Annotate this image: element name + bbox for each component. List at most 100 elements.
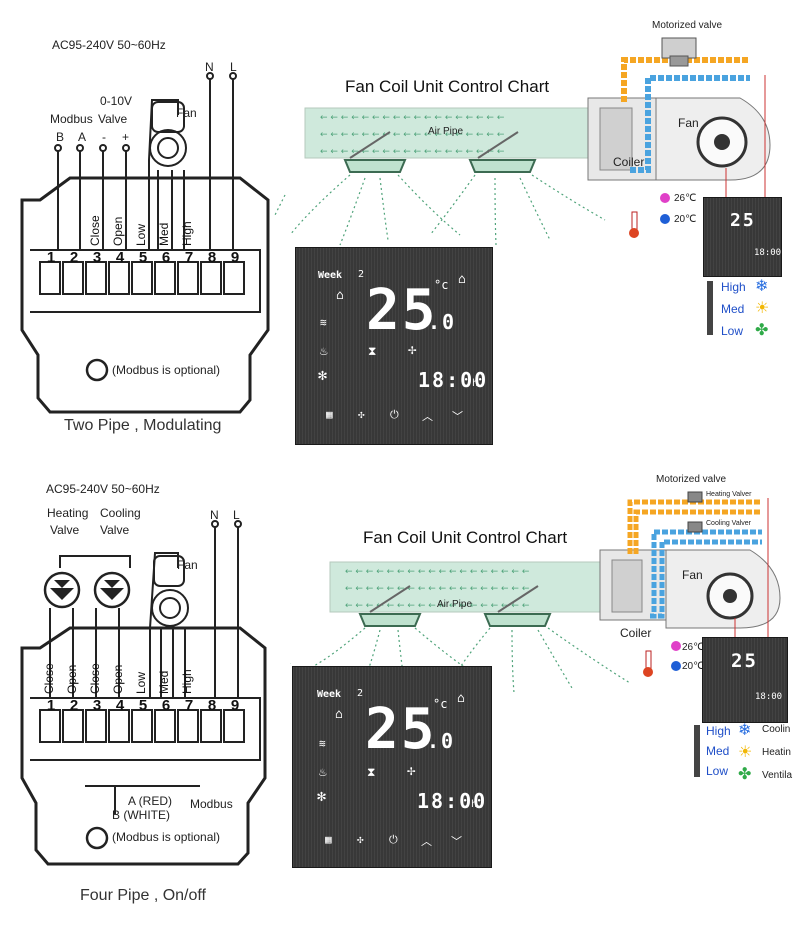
temperature-decimal: .0 xyxy=(428,310,457,334)
valve-label-line1: 0-10V xyxy=(100,94,133,108)
terminal-name-high: High xyxy=(180,669,194,694)
time-unit: h xyxy=(471,799,478,810)
terminal-l-label: L xyxy=(230,60,237,74)
thermostat-small-time: 18:00 xyxy=(754,248,782,258)
fan-motor-icon xyxy=(151,555,189,627)
power-button[interactable]: ⏻ xyxy=(389,833,398,846)
svg-text:← ← ← ← ← ← ← ← ← ← ← ← ← ← ←: ← ← ← ← ← ← ← ← ← ← ← ← ← ← ← ← ← ← xyxy=(320,130,505,140)
up-button[interactable]: ︿ xyxy=(422,410,433,423)
valve-icon: ⧗ xyxy=(368,344,377,358)
terminal-name-open: Open xyxy=(111,216,125,246)
week-day: 2 xyxy=(358,269,365,280)
terminal-name-open: Open xyxy=(111,664,125,694)
snowflake-icon: ✻ xyxy=(318,366,328,384)
temperature-unit: °c xyxy=(433,697,448,711)
temperature-value: 25 xyxy=(366,278,438,343)
terminal-name-low: Low xyxy=(134,223,148,246)
temp-cold-label: 20℃ xyxy=(674,214,697,225)
terminal-number: 4 xyxy=(115,249,125,266)
terminal-number: 7 xyxy=(184,697,194,714)
chart-title: Fan Coil Unit Control Chart xyxy=(363,528,568,547)
terminal-number: 6 xyxy=(161,249,171,266)
time-unit: h xyxy=(472,378,479,389)
thermometer-icon xyxy=(643,650,653,677)
speed-med-label: Med xyxy=(706,744,730,758)
thermostat-display: Week 2 ⌂ ⌂ 25 .0 °c ≋ ♨ ⧗ ✢ ✻ 18:00 h ▦ … xyxy=(295,247,493,445)
away-icon: ⌂ xyxy=(458,272,466,287)
mode-cooling-label: Coolin xyxy=(762,724,791,735)
coiler-label: Coiler xyxy=(620,626,652,640)
blower-fan-icon xyxy=(696,116,748,168)
home-icon: ⌂ xyxy=(335,707,343,722)
terminal-number: 1 xyxy=(46,249,56,266)
blower-fan-icon xyxy=(706,572,754,620)
wiring-schematic xyxy=(20,520,267,866)
fan-motor-icon xyxy=(149,101,187,167)
motorized-valve-label: Motorized valve xyxy=(656,474,727,485)
week-label: Week xyxy=(318,270,343,281)
menu-button[interactable]: ▦ xyxy=(326,408,333,421)
mode-heating-label: Heatin xyxy=(762,747,791,758)
ventilation-icon: ✤ xyxy=(738,766,752,783)
supply-label: AC95-240V 50~60Hz xyxy=(46,482,160,496)
terminal-number: 3 xyxy=(92,697,102,714)
terminal-number: 2 xyxy=(69,697,79,714)
terminal-name-high: High xyxy=(180,221,194,246)
speed-scale xyxy=(694,725,700,777)
terminal-number: 9 xyxy=(230,249,240,266)
snowflake-icon: ❄ xyxy=(755,278,769,295)
heating-valve-icon xyxy=(43,571,81,609)
air-pipe-label: Air Pipe xyxy=(437,599,473,610)
chart-title: Fan Coil Unit Control Chart xyxy=(345,77,550,96)
svg-text:← ← ← ← ← ← ← ← ← ← ← ← ← ← ←: ← ← ← ← ← ← ← ← ← ← ← ← ← ← ← ← ← ← xyxy=(345,601,530,611)
up-button[interactable]: ︿ xyxy=(421,835,432,848)
terminal-name-close: Close xyxy=(88,215,102,246)
fan-button[interactable]: ✣ xyxy=(357,833,364,846)
speed-scale xyxy=(707,281,713,335)
terminal-number: 8 xyxy=(207,697,217,714)
thermostat-small-time: 18:00 xyxy=(755,692,783,702)
air-pipe-label: Air Pipe xyxy=(428,126,464,137)
valve-label-line2: Valve xyxy=(98,112,128,126)
terminal-number: 4 xyxy=(115,697,125,714)
terminal-name-close: Close xyxy=(88,663,102,694)
terminal-n-label: N xyxy=(210,508,219,522)
mode-ventilation-label: Ventila xyxy=(762,770,793,781)
fan-button[interactable]: ✣ xyxy=(358,408,365,421)
terminal-name-med: Med xyxy=(157,670,171,694)
supply-label: AC95-240V 50~60Hz xyxy=(52,38,166,52)
cooling-valve-label-2: Valve xyxy=(100,523,130,537)
speed-high-label: High xyxy=(721,280,746,294)
heating-valve-label-2: Valve xyxy=(50,523,80,537)
thermometer-icon xyxy=(629,211,639,238)
ventilation-icon: ✤ xyxy=(755,322,769,339)
temp-cold-label: 20℃ xyxy=(682,661,705,672)
terminal-name-med: Med xyxy=(157,222,171,246)
svg-text:← ← ← ← ← ← ← ← ← ← ← ← ← ← ←: ← ← ← ← ← ← ← ← ← ← ← ← ← ← ← ← ← ← xyxy=(345,567,530,577)
cooling-valver-icon xyxy=(687,521,703,533)
week-day: 2 xyxy=(357,688,364,699)
wiring-schematic xyxy=(20,72,270,414)
heat-icon: ♨ xyxy=(320,344,328,359)
time-value: 18:00 xyxy=(418,368,489,392)
heat-icon: ♨ xyxy=(319,765,327,780)
down-button[interactable]: ﹀ xyxy=(452,410,463,423)
temp-hot-label: 26℃ xyxy=(674,193,697,204)
menu-button[interactable]: ▦ xyxy=(325,833,332,846)
fan-label: Fan xyxy=(176,106,197,120)
fan-label: Fan xyxy=(177,558,198,572)
cooling-valve-label-1: Cooling xyxy=(100,506,141,520)
sun-icon: ☀ xyxy=(738,744,753,761)
terminal-a-label: A xyxy=(78,130,87,144)
temp-hot-label: 26℃ xyxy=(682,642,705,653)
wifi-icon: ≋ xyxy=(320,316,327,329)
week-label: Week xyxy=(317,689,342,700)
coiler-label: Coiler xyxy=(613,155,645,169)
svg-text:← ← ← ← ← ← ← ← ← ← ← ← ← ← ←: ← ← ← ← ← ← ← ← ← ← ← ← ← ← ← ← ← ← xyxy=(345,584,530,594)
down-button[interactable]: ﹀ xyxy=(451,835,462,848)
terminal-number: 8 xyxy=(207,249,217,266)
heating-valve-label-1: Heating xyxy=(47,506,89,520)
power-button[interactable]: ⏻ xyxy=(390,408,399,421)
thermostat-small: 25 18:00 xyxy=(703,197,782,277)
terminal-name-close: Close xyxy=(42,663,56,694)
